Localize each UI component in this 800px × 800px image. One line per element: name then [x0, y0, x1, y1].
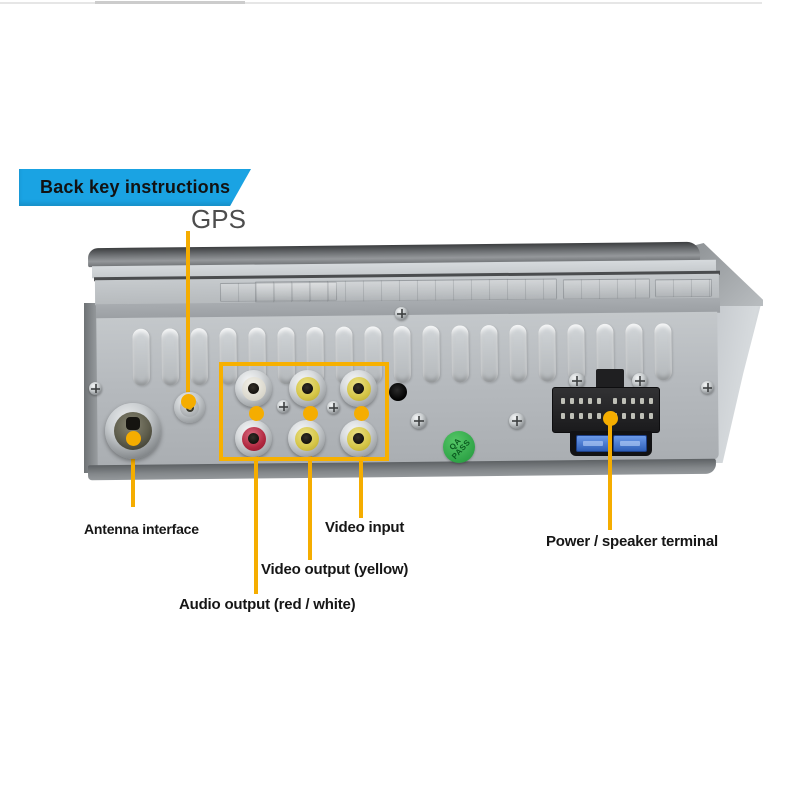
video-output-callout-dot [302, 405, 318, 421]
terminal-pin [640, 413, 644, 419]
terminal-pin [622, 413, 626, 419]
video-input-label: Video input [325, 519, 405, 536]
screw-icon [509, 413, 525, 429]
screw-icon [701, 381, 714, 394]
vent-slot [480, 325, 498, 383]
terminal-pin [588, 398, 592, 404]
audio-output-label: Audio output (red / white) [179, 596, 356, 613]
screw-icon [411, 413, 427, 429]
gps-callout-dot [181, 394, 196, 409]
vent-slot [538, 324, 556, 382]
rca-jack-yellow [289, 370, 326, 407]
antenna-label: Antenna interface [84, 521, 199, 537]
video-input-callout-line [359, 418, 363, 518]
power-label: Power / speaker terminal [546, 533, 718, 550]
screw-icon [89, 382, 102, 395]
vent-slot [422, 325, 440, 383]
screw-icon [277, 400, 290, 413]
terminal-pin [640, 398, 644, 404]
screw-icon [632, 373, 648, 389]
screw-icon [395, 307, 408, 320]
audio-callout-line [254, 418, 258, 594]
vent-slot [132, 328, 150, 386]
gps-callout-line [186, 231, 190, 398]
terminal-pin [579, 398, 583, 404]
video-output-callout-line [308, 418, 312, 560]
terminal-pin [579, 413, 583, 419]
terminal-pin [561, 413, 565, 419]
screw-icon [569, 373, 585, 389]
power-callout-line [608, 424, 612, 530]
terminal-pin [649, 398, 653, 404]
vent-slot [161, 328, 179, 386]
terminal-pin [561, 398, 565, 404]
vent-slot [654, 323, 672, 381]
rca-jack-yellow [288, 420, 325, 457]
fuse-blue [576, 435, 610, 452]
etched-label [654, 278, 713, 298]
terminal-pin [631, 398, 635, 404]
rca-jack-red [235, 420, 272, 457]
screw-icon [327, 401, 340, 414]
rca-jack-yellow [340, 420, 377, 457]
power-terminal-tab [596, 369, 624, 391]
terminal-pin [588, 413, 592, 419]
top-hairline [0, 2, 762, 4]
terminal-pin [570, 413, 574, 419]
gps-label: GPS [191, 204, 246, 234]
rca-jack-white [235, 370, 272, 407]
video-input-callout-dot [353, 405, 369, 421]
power-terminal-block [552, 387, 660, 433]
etched-label [562, 278, 651, 300]
antenna-connector-hole [126, 417, 140, 430]
terminal-pin [597, 398, 601, 404]
top-hairline-dark [95, 1, 245, 4]
vent-slot [509, 324, 527, 382]
terminal-pin [631, 413, 635, 419]
rca-jack-yellow [340, 370, 377, 407]
vent-slot [190, 328, 208, 386]
qa-pass-sticker: QA PASS [443, 431, 475, 463]
fuse-blue [613, 435, 647, 452]
terminal-pin [649, 413, 653, 419]
chassis-right-side [716, 300, 763, 463]
terminal-pin [570, 398, 574, 404]
panel-hole [389, 383, 407, 401]
pin-area [553, 388, 659, 432]
video-output-label: Video output (yellow) [261, 561, 409, 578]
audio-callout-dot [248, 405, 264, 421]
banner: Back key instructions [19, 169, 251, 206]
antenna-callout-line [131, 443, 135, 507]
vent-slot [451, 325, 469, 383]
antenna-callout-dot [125, 430, 141, 446]
vent-slot [393, 325, 411, 384]
banner-title: Back key instructions [40, 177, 231, 197]
terminal-pin [613, 398, 617, 404]
terminal-pin [597, 413, 601, 419]
rca-highlight-box [219, 362, 389, 461]
power-callout-dot [602, 410, 618, 426]
terminal-pin [622, 398, 626, 404]
